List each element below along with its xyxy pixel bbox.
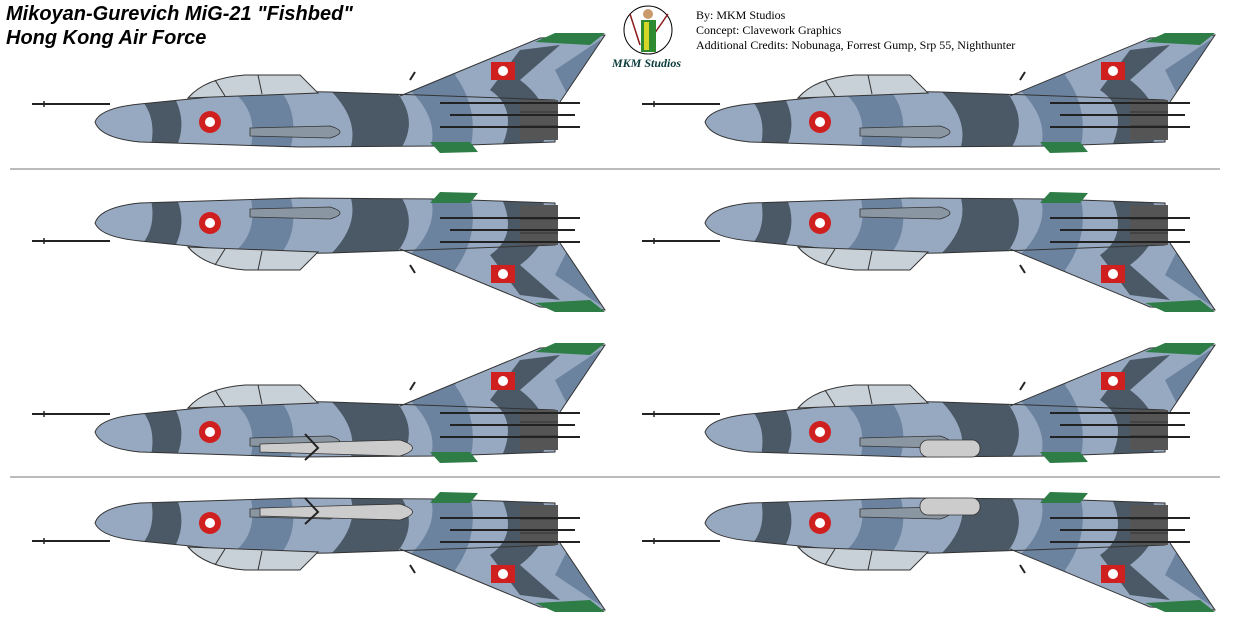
ordnance-row4-left (259, 497, 413, 525)
page-subtitle: Hong Kong Air Force (6, 27, 207, 49)
aircraft-row1-left (32, 30, 620, 160)
ordnance-row4-right (919, 497, 981, 516)
credits-block: By: MKM Studios Concept: Clavework Graph… (696, 8, 1015, 53)
aircraft-row2-left (32, 185, 620, 315)
page-title: Mikoyan-Gurevich MiG-21 "Fishbed" (6, 3, 353, 25)
ordnance-row3-left (259, 433, 413, 461)
credit-additional: Additional Credits: Nobunaga, Forrest Gu… (696, 38, 1016, 52)
logo-label: MKM Studios (612, 56, 682, 70)
aircraft-row2-right (642, 185, 1230, 315)
credit-by: By: MKM Studios (696, 8, 786, 22)
aircraft-row1-right (642, 30, 1230, 160)
aircraft-row4-left (32, 485, 620, 615)
credit-concept: Concept: Clavework Graphics (696, 23, 842, 37)
ordnance-row3-right (919, 439, 981, 458)
mkm-logo-icon (623, 5, 673, 55)
